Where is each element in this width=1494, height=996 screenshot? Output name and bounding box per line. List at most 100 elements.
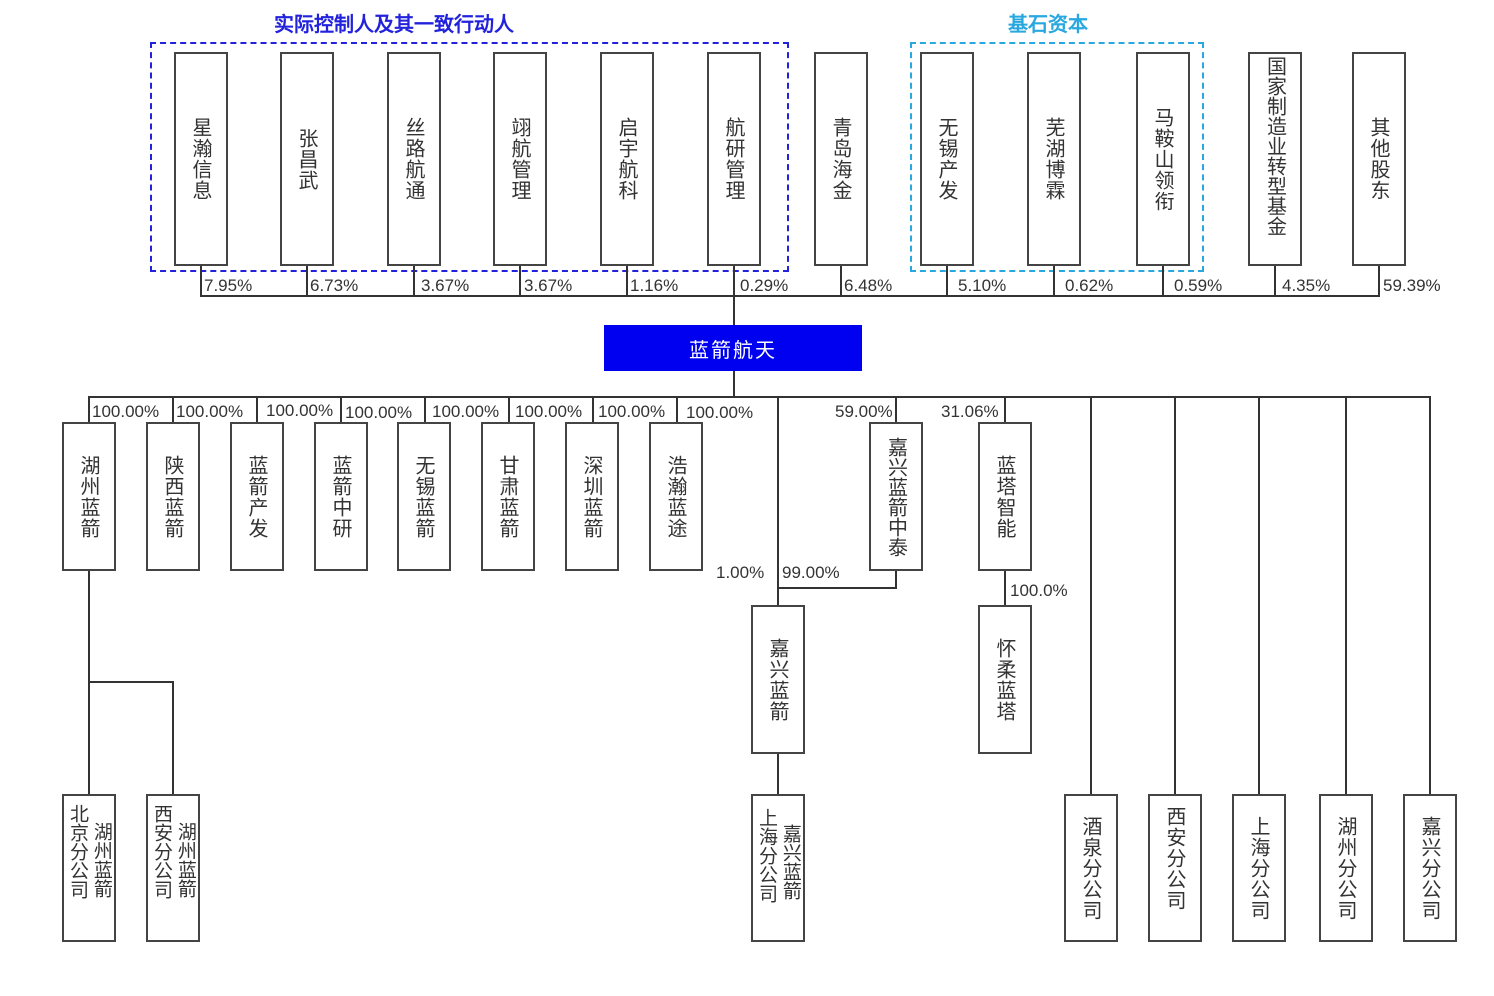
subsidiary-box[interactable]: 蓝箭中研 xyxy=(314,422,368,571)
connector-line xyxy=(895,571,897,589)
connector-line xyxy=(777,587,897,589)
branch-line2: 湖州蓝箭 xyxy=(90,822,113,898)
subsidiary-name: 浩瀚蓝途 xyxy=(664,454,688,539)
shareholder-box[interactable]: 芜湖博霖 xyxy=(1027,52,1081,266)
branch-box[interactable]: 酒泉分公司 xyxy=(1064,794,1118,942)
subsidiary-box-jiaxing-zhongtai[interactable]: 嘉兴蓝箭中泰 xyxy=(869,422,923,571)
controller-group-label: 实际控制人及其一致行动人 xyxy=(274,12,514,36)
connector-line xyxy=(1429,396,1431,794)
subsidiary-pct: 100.00% xyxy=(345,403,413,422)
branch-name: 上海分公司 xyxy=(1247,815,1271,921)
shareholding-pct: 3.67% xyxy=(524,276,573,295)
shareholder-name: 翊航管理 xyxy=(508,117,532,201)
connector-line xyxy=(895,396,897,422)
connector-line xyxy=(1053,266,1055,296)
branch-box[interactable]: 嘉兴分公司 xyxy=(1403,794,1457,942)
branch-box[interactable]: 西安分公司 湖州蓝箭 xyxy=(146,794,200,942)
jishi-group-label: 基石资本 xyxy=(1008,12,1088,36)
shareholder-name: 马鞍山领衔 xyxy=(1151,106,1175,212)
connector-line xyxy=(1274,266,1276,296)
shareholding-pct: 5.10% xyxy=(958,276,1007,295)
center-company-name: 蓝箭航天 xyxy=(689,337,777,362)
shareholding-pct: 6.48% xyxy=(844,276,893,295)
shareholding-pct: 0.62% xyxy=(1065,276,1114,295)
connector-line xyxy=(340,396,342,422)
connector-line xyxy=(1004,396,1006,422)
connector-line xyxy=(1345,396,1347,794)
connector-line xyxy=(777,396,779,605)
subsidiary-name: 湖州蓝箭 xyxy=(77,454,101,539)
shareholder-box[interactable]: 航研管理 xyxy=(707,52,761,266)
shareholding-pct: 7.95% xyxy=(204,276,253,295)
connector-line xyxy=(840,266,842,296)
shareholder-box[interactable]: 无锡产发 xyxy=(920,52,974,266)
subsidiary-box[interactable]: 甘肃蓝箭 xyxy=(481,422,535,571)
connector-line xyxy=(88,396,1431,398)
branch-name: 嘉兴分公司 xyxy=(1418,815,1442,921)
branch-box[interactable]: 北京分公司 湖州蓝箭 xyxy=(62,794,116,942)
connector-line xyxy=(1090,396,1092,794)
connector-line xyxy=(1378,266,1380,296)
shareholding-pct: 6.73% xyxy=(310,276,359,295)
shareholder-box[interactable]: 翊航管理 xyxy=(493,52,547,266)
subsidiary-name: 怀柔蓝塔 xyxy=(993,637,1017,722)
shareholder-box[interactable]: 张昌武 xyxy=(280,52,334,266)
shareholder-box[interactable]: 星瀚信息 xyxy=(174,52,228,266)
connector-line xyxy=(733,371,735,398)
branch-line2: 湖州蓝箭 xyxy=(174,822,197,898)
branch-name: 西安分公司 xyxy=(1163,806,1187,911)
shareholder-name: 丝路航通 xyxy=(402,117,426,201)
shareholder-name: 国家制造业转型基金 xyxy=(1263,56,1288,236)
connector-line xyxy=(172,681,174,794)
branch-name: 湖州分公司 xyxy=(1334,815,1358,921)
subsidiary-box[interactable]: 蓝箭产发 xyxy=(230,422,284,571)
branch-name: 酒泉分公司 xyxy=(1079,815,1103,921)
subsidiary-box-jiaxing-lanjian[interactable]: 嘉兴蓝箭 xyxy=(751,605,805,754)
connector-line xyxy=(424,396,426,422)
subsidiary-pct: 100.00% xyxy=(515,402,583,421)
subsidiary-name: 蓝箭产发 xyxy=(245,454,269,539)
subsidiary-name: 蓝塔智能 xyxy=(993,454,1017,539)
branch-box[interactable]: 湖州分公司 xyxy=(1319,794,1373,942)
shareholder-name: 启宇航科 xyxy=(615,117,639,201)
connector-line xyxy=(508,396,510,422)
branch-line1: 北京分公司 xyxy=(67,804,89,899)
subsidiary-pct: 100.00% xyxy=(266,401,334,420)
connector-line xyxy=(676,396,678,422)
shareholder-box[interactable]: 启宇航科 xyxy=(600,52,654,266)
connector-line xyxy=(1258,396,1260,794)
connector-line xyxy=(519,266,521,296)
subsidiary-box-lanta[interactable]: 蓝塔智能 xyxy=(978,422,1032,571)
branch-box[interactable]: 上海分公司 嘉兴蓝箭 xyxy=(751,794,805,942)
center-company-box[interactable]: 蓝箭航天 xyxy=(604,325,862,371)
connector-line xyxy=(88,681,174,683)
connector-line xyxy=(200,266,202,296)
subsidiary-box[interactable]: 湖州蓝箭 xyxy=(62,422,116,571)
subsidiary-pct: 100.00% xyxy=(92,402,160,421)
subsidiary-pct: 100.00% xyxy=(432,402,500,421)
subsidiary-name: 无锡蓝箭 xyxy=(412,454,436,539)
shareholder-box[interactable]: 马鞍山领衔 xyxy=(1136,52,1190,266)
branch-box[interactable]: 上海分公司 xyxy=(1232,794,1286,942)
subsidiary-box[interactable]: 陕西蓝箭 xyxy=(146,422,200,571)
subsidiary-pct: 31.06% xyxy=(941,402,999,421)
controller-group-frame xyxy=(150,42,789,272)
shareholder-box[interactable]: 国家制造业转型基金 xyxy=(1248,52,1302,266)
subsidiary-box[interactable]: 浩瀚蓝途 xyxy=(649,422,703,571)
shareholder-box[interactable]: 其他股东 xyxy=(1352,52,1406,266)
subsidiary-box[interactable]: 无锡蓝箭 xyxy=(397,422,451,571)
subsidiary-pct: 100.00% xyxy=(686,403,754,422)
shareholder-box[interactable]: 青岛海金 xyxy=(814,52,868,266)
subsidiary-box[interactable]: 深圳蓝箭 xyxy=(565,422,619,571)
jishi-group-frame xyxy=(910,42,1204,272)
subsidiary-name: 嘉兴蓝箭中泰 xyxy=(884,436,909,557)
subsidiary-box-huairou[interactable]: 怀柔蓝塔 xyxy=(978,605,1032,754)
branch-line1: 西安分公司 xyxy=(151,804,173,899)
shareholder-name: 青岛海金 xyxy=(829,117,853,201)
connector-line xyxy=(200,295,1380,297)
subsidiary-name: 蓝箭中研 xyxy=(329,454,353,539)
shareholder-name: 其他股东 xyxy=(1367,117,1391,201)
branch-box[interactable]: 西安分公司 xyxy=(1148,794,1202,942)
shareholder-box[interactable]: 丝路航通 xyxy=(387,52,441,266)
